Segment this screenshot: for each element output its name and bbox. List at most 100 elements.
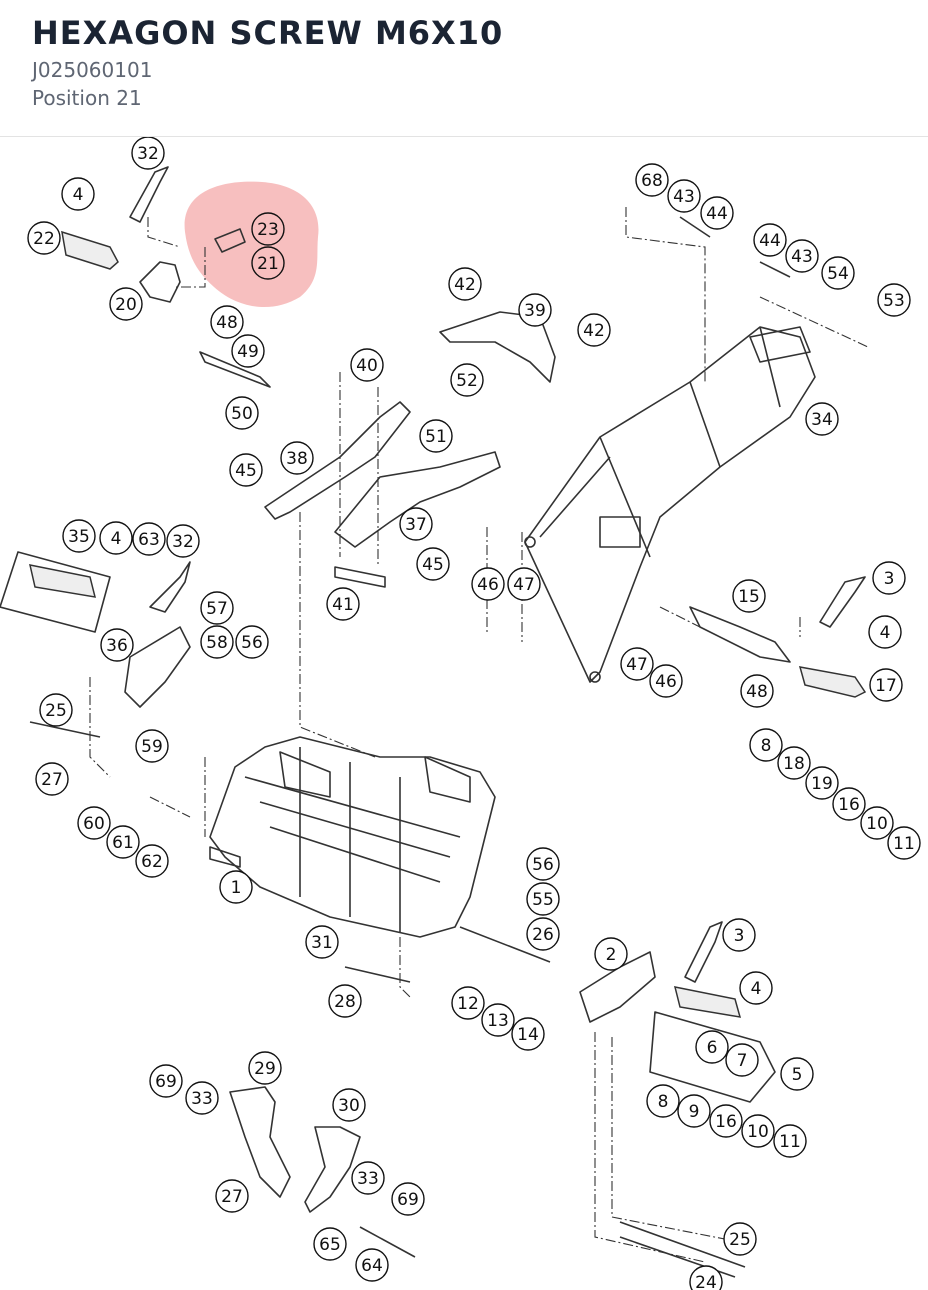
callout-45[interactable]: 45 bbox=[416, 547, 450, 581]
callout-label: 60 bbox=[83, 814, 105, 834]
callout-circle bbox=[577, 313, 611, 347]
callout-22[interactable]: 22 bbox=[27, 221, 61, 255]
callout-56[interactable]: 56 bbox=[526, 847, 560, 881]
callout-8[interactable]: 8 bbox=[646, 1084, 680, 1118]
callout-label: 63 bbox=[138, 530, 160, 550]
callout-28[interactable]: 28 bbox=[328, 984, 362, 1018]
callout-17[interactable]: 17 bbox=[869, 668, 903, 702]
callout-12[interactable]: 12 bbox=[451, 986, 485, 1020]
callout-46[interactable]: 46 bbox=[649, 664, 683, 698]
callout-63[interactable]: 63 bbox=[132, 522, 166, 556]
callout-51[interactable]: 51 bbox=[419, 419, 453, 453]
callout-52[interactable]: 52 bbox=[450, 363, 484, 397]
callout-20[interactable]: 20 bbox=[109, 287, 143, 321]
callout-6[interactable]: 6 bbox=[695, 1030, 729, 1064]
callout-58[interactable]: 58 bbox=[200, 625, 234, 659]
callout-40[interactable]: 40 bbox=[350, 348, 384, 382]
callout-33[interactable]: 33 bbox=[185, 1081, 219, 1115]
callout-48[interactable]: 48 bbox=[740, 674, 774, 708]
callout-10[interactable]: 10 bbox=[741, 1114, 775, 1148]
callout-27[interactable]: 27 bbox=[35, 762, 69, 796]
callout-49[interactable]: 49 bbox=[231, 334, 265, 368]
callout-32[interactable]: 32 bbox=[166, 524, 200, 558]
callout-65[interactable]: 65 bbox=[313, 1227, 347, 1261]
callout-7[interactable]: 7 bbox=[725, 1043, 759, 1077]
callout-circle bbox=[869, 668, 903, 702]
callout-3[interactable]: 3 bbox=[872, 561, 906, 595]
callout-59[interactable]: 59 bbox=[135, 729, 169, 763]
callout-42[interactable]: 42 bbox=[577, 313, 611, 347]
callout-56[interactable]: 56 bbox=[235, 625, 269, 659]
callout-45[interactable]: 45 bbox=[229, 453, 263, 487]
callout-4[interactable]: 4 bbox=[739, 971, 773, 1005]
callout-25[interactable]: 25 bbox=[723, 1222, 757, 1256]
callout-19[interactable]: 19 bbox=[805, 766, 839, 800]
callout-23[interactable]: 23 bbox=[251, 212, 285, 246]
callout-35[interactable]: 35 bbox=[62, 519, 96, 553]
callout-47[interactable]: 47 bbox=[620, 647, 654, 681]
callout-2[interactable]: 2 bbox=[594, 937, 628, 971]
callout-24[interactable]: 24 bbox=[689, 1265, 723, 1290]
callout-13[interactable]: 13 bbox=[481, 1003, 515, 1037]
callout-label: 29 bbox=[254, 1059, 276, 1079]
callout-14[interactable]: 14 bbox=[511, 1017, 545, 1051]
callout-4[interactable]: 4 bbox=[99, 521, 133, 555]
callout-18[interactable]: 18 bbox=[777, 746, 811, 780]
callout-55[interactable]: 55 bbox=[526, 882, 560, 916]
callout-44[interactable]: 44 bbox=[753, 223, 787, 257]
callout-39[interactable]: 39 bbox=[518, 293, 552, 327]
callout-31[interactable]: 31 bbox=[305, 925, 339, 959]
callout-circle bbox=[280, 441, 314, 475]
callout-42[interactable]: 42 bbox=[448, 267, 482, 301]
callout-9[interactable]: 9 bbox=[677, 1094, 711, 1128]
callout-26[interactable]: 26 bbox=[526, 917, 560, 951]
callout-48[interactable]: 48 bbox=[210, 305, 244, 339]
callout-53[interactable]: 53 bbox=[877, 283, 911, 317]
callout-label: 56 bbox=[241, 633, 263, 653]
callout-circle bbox=[635, 163, 669, 197]
callout-5[interactable]: 5 bbox=[780, 1057, 814, 1091]
callout-34[interactable]: 34 bbox=[805, 402, 839, 436]
callout-54[interactable]: 54 bbox=[821, 256, 855, 290]
callout-16[interactable]: 16 bbox=[832, 787, 866, 821]
callout-16[interactable]: 16 bbox=[709, 1104, 743, 1138]
callout-69[interactable]: 69 bbox=[149, 1064, 183, 1098]
callout-11[interactable]: 11 bbox=[773, 1124, 807, 1158]
callout-30[interactable]: 30 bbox=[332, 1088, 366, 1122]
callout-41[interactable]: 41 bbox=[326, 587, 360, 621]
callout-27[interactable]: 27 bbox=[215, 1179, 249, 1213]
callout-64[interactable]: 64 bbox=[355, 1248, 389, 1282]
callout-62[interactable]: 62 bbox=[135, 844, 169, 878]
callout-32[interactable]: 32 bbox=[131, 137, 165, 170]
callout-47[interactable]: 47 bbox=[507, 567, 541, 601]
callout-4[interactable]: 4 bbox=[61, 177, 95, 211]
callout-68[interactable]: 68 bbox=[635, 163, 669, 197]
callout-21[interactable]: 21 bbox=[251, 246, 285, 280]
callout-label: 44 bbox=[759, 231, 781, 251]
callout-circle bbox=[646, 1084, 680, 1118]
callout-1[interactable]: 1 bbox=[219, 870, 253, 904]
callout-38[interactable]: 38 bbox=[280, 441, 314, 475]
callout-50[interactable]: 50 bbox=[225, 396, 259, 430]
callout-circle bbox=[149, 1064, 183, 1098]
callout-3[interactable]: 3 bbox=[722, 918, 756, 952]
callout-4[interactable]: 4 bbox=[868, 615, 902, 649]
callout-10[interactable]: 10 bbox=[860, 806, 894, 840]
callout-44[interactable]: 44 bbox=[700, 196, 734, 230]
callout-43[interactable]: 43 bbox=[667, 179, 701, 213]
callout-46[interactable]: 46 bbox=[471, 567, 505, 601]
callout-29[interactable]: 29 bbox=[248, 1051, 282, 1085]
callout-8[interactable]: 8 bbox=[749, 728, 783, 762]
callout-60[interactable]: 60 bbox=[77, 806, 111, 840]
callout-11[interactable]: 11 bbox=[887, 826, 921, 860]
callout-61[interactable]: 61 bbox=[106, 825, 140, 859]
callout-57[interactable]: 57 bbox=[200, 591, 234, 625]
callout-36[interactable]: 36 bbox=[100, 628, 134, 662]
callout-25[interactable]: 25 bbox=[39, 693, 73, 727]
callout-label: 1 bbox=[231, 878, 242, 898]
callout-43[interactable]: 43 bbox=[785, 239, 819, 273]
callout-33[interactable]: 33 bbox=[351, 1161, 385, 1195]
callout-37[interactable]: 37 bbox=[399, 507, 433, 541]
callout-69[interactable]: 69 bbox=[391, 1182, 425, 1216]
callout-15[interactable]: 15 bbox=[732, 579, 766, 613]
